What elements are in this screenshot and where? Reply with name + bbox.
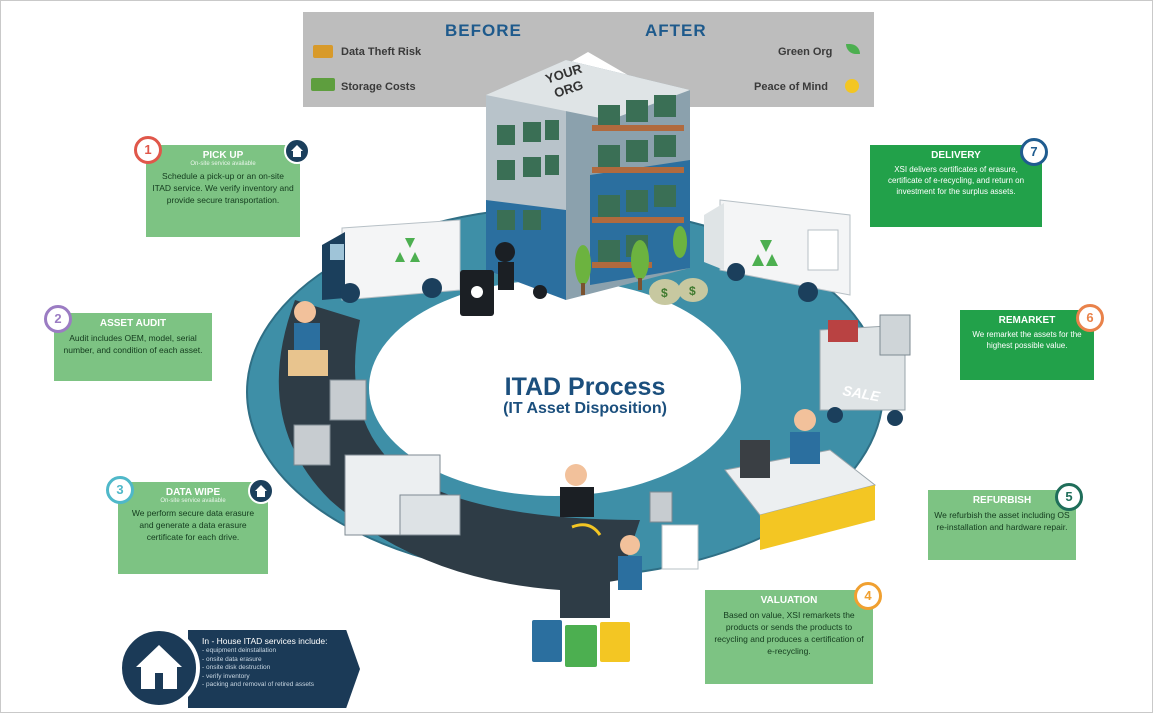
after-heading: AFTER — [645, 21, 707, 40]
banner-shape — [303, 12, 874, 107]
step-audit-box: ASSET AUDIT Audit includes OEM, model, s… — [54, 313, 212, 381]
step-7-badge: 7 — [1020, 138, 1048, 166]
before-heading: BEFORE — [445, 21, 522, 40]
before-after-banner: BEFORE AFTER Data Theft Risk Storage Cos… — [303, 12, 874, 107]
step-refurbish-box: REFURBISH We refurbish the asset includi… — [928, 490, 1076, 560]
step-datawipe-box: DATA WIPE On-site service available We p… — [118, 482, 268, 574]
credit-card-icon — [313, 45, 333, 58]
step-datawipe-subtitle: On-site service available — [160, 498, 226, 504]
sale-sign: SALE — [841, 382, 881, 404]
flow-arrow — [571, 523, 602, 536]
step-pickup-box: PICK UP On-site service available Schedu… — [146, 145, 300, 237]
before-item-storage-costs: Storage Costs — [341, 81, 416, 93]
step-3-badge: 3 — [106, 476, 134, 504]
step-4-badge: 4 — [854, 582, 882, 610]
delivery-truck — [704, 199, 851, 302]
step-1-badge: 1 — [134, 136, 162, 164]
step-audit-body: Audit includes OEM, model, serial number… — [63, 333, 203, 355]
remarket-cart — [819, 314, 911, 426]
recycling-bins — [532, 620, 630, 667]
smiley-icon — [845, 79, 859, 93]
data-thief — [460, 242, 547, 316]
step-refurbish-title: REFURBISH — [972, 495, 1032, 506]
step-6-badge: 6 — [1076, 304, 1104, 332]
step-valuation-title: VALUATION — [760, 595, 818, 606]
inhouse-item: - equipment deinstallation — [202, 647, 277, 654]
step-2-badge: 2 — [44, 305, 72, 333]
step-audit-title: ASSET AUDIT — [99, 318, 167, 329]
step-pickup-title: PICK UP — [202, 150, 244, 161]
step-remarket-body: We remarket the assets for the highest p… — [972, 330, 1082, 350]
inhouse-title: In - House ITAD services include: — [202, 636, 328, 646]
step-valuation-box: VALUATION Based on value, XSI remarkets … — [705, 590, 873, 684]
valuation-worker — [560, 464, 699, 618]
servers-on-conveyor — [293, 379, 461, 536]
step-delivery-title: DELIVERY — [931, 150, 981, 161]
inhouse-list: - equipment deinstallation - onsite data… — [202, 647, 314, 690]
step-delivery-box: DELIVERY XSI delivers certificates of er… — [870, 145, 1042, 227]
step-remarket-title: REMARKET — [998, 315, 1056, 326]
step-5-badge: 5 — [1055, 483, 1083, 511]
pickup-truck — [322, 219, 461, 303]
diagram-subtitle: (IT Asset Disposition) — [503, 400, 667, 417]
before-item-data-theft: Data Theft Risk — [341, 46, 422, 58]
inhouse-item: - onsite disk destruction — [202, 664, 271, 672]
ring-center — [369, 280, 741, 496]
home-icon — [248, 478, 274, 504]
after-item-green-org: Green Org — [778, 46, 833, 58]
trees — [575, 226, 687, 295]
step-refurbish-body: We refurbish the asset including OS re-i… — [934, 510, 1070, 532]
step-datawipe-title: DATA WIPE — [165, 487, 221, 498]
inhouse-item: - packing and removal of retired assets — [202, 681, 314, 689]
after-item-peace-of-mind: Peace of Mind — [754, 81, 828, 93]
money-bags: $ $ — [649, 278, 708, 305]
step-remarket-box: REMARKET We remarket the assets for the … — [960, 310, 1094, 380]
svg-text:$: $ — [661, 286, 668, 300]
step-pickup-subtitle: On-site service available — [190, 161, 256, 167]
inhouse-item: - onsite data erasure — [202, 655, 262, 663]
svg-text:$: $ — [689, 284, 696, 298]
money-stack-icon — [311, 78, 335, 91]
step-delivery-body: XSI delivers certificates of erasure, ce… — [887, 165, 1025, 196]
step-valuation-body: Based on value, XSI remarkets the produc… — [714, 610, 864, 656]
house-icon — [118, 627, 200, 709]
home-icon — [284, 138, 310, 164]
diagram-title: ITAD Process — [504, 373, 666, 401]
audit-worker — [288, 301, 328, 376]
step-datawipe-body: We perform secure data erasure and gener… — [131, 508, 255, 542]
step-pickup-body: Schedule a pick-up or an on-site ITAD se… — [152, 171, 294, 205]
office-building — [486, 60, 690, 300]
refurbish-bench — [724, 409, 877, 550]
inhouse-services-panel: In - House ITAD services include: - equi… — [188, 630, 360, 708]
inhouse-item: - verify inventory — [202, 672, 250, 680]
leaf-icon — [846, 44, 860, 54]
